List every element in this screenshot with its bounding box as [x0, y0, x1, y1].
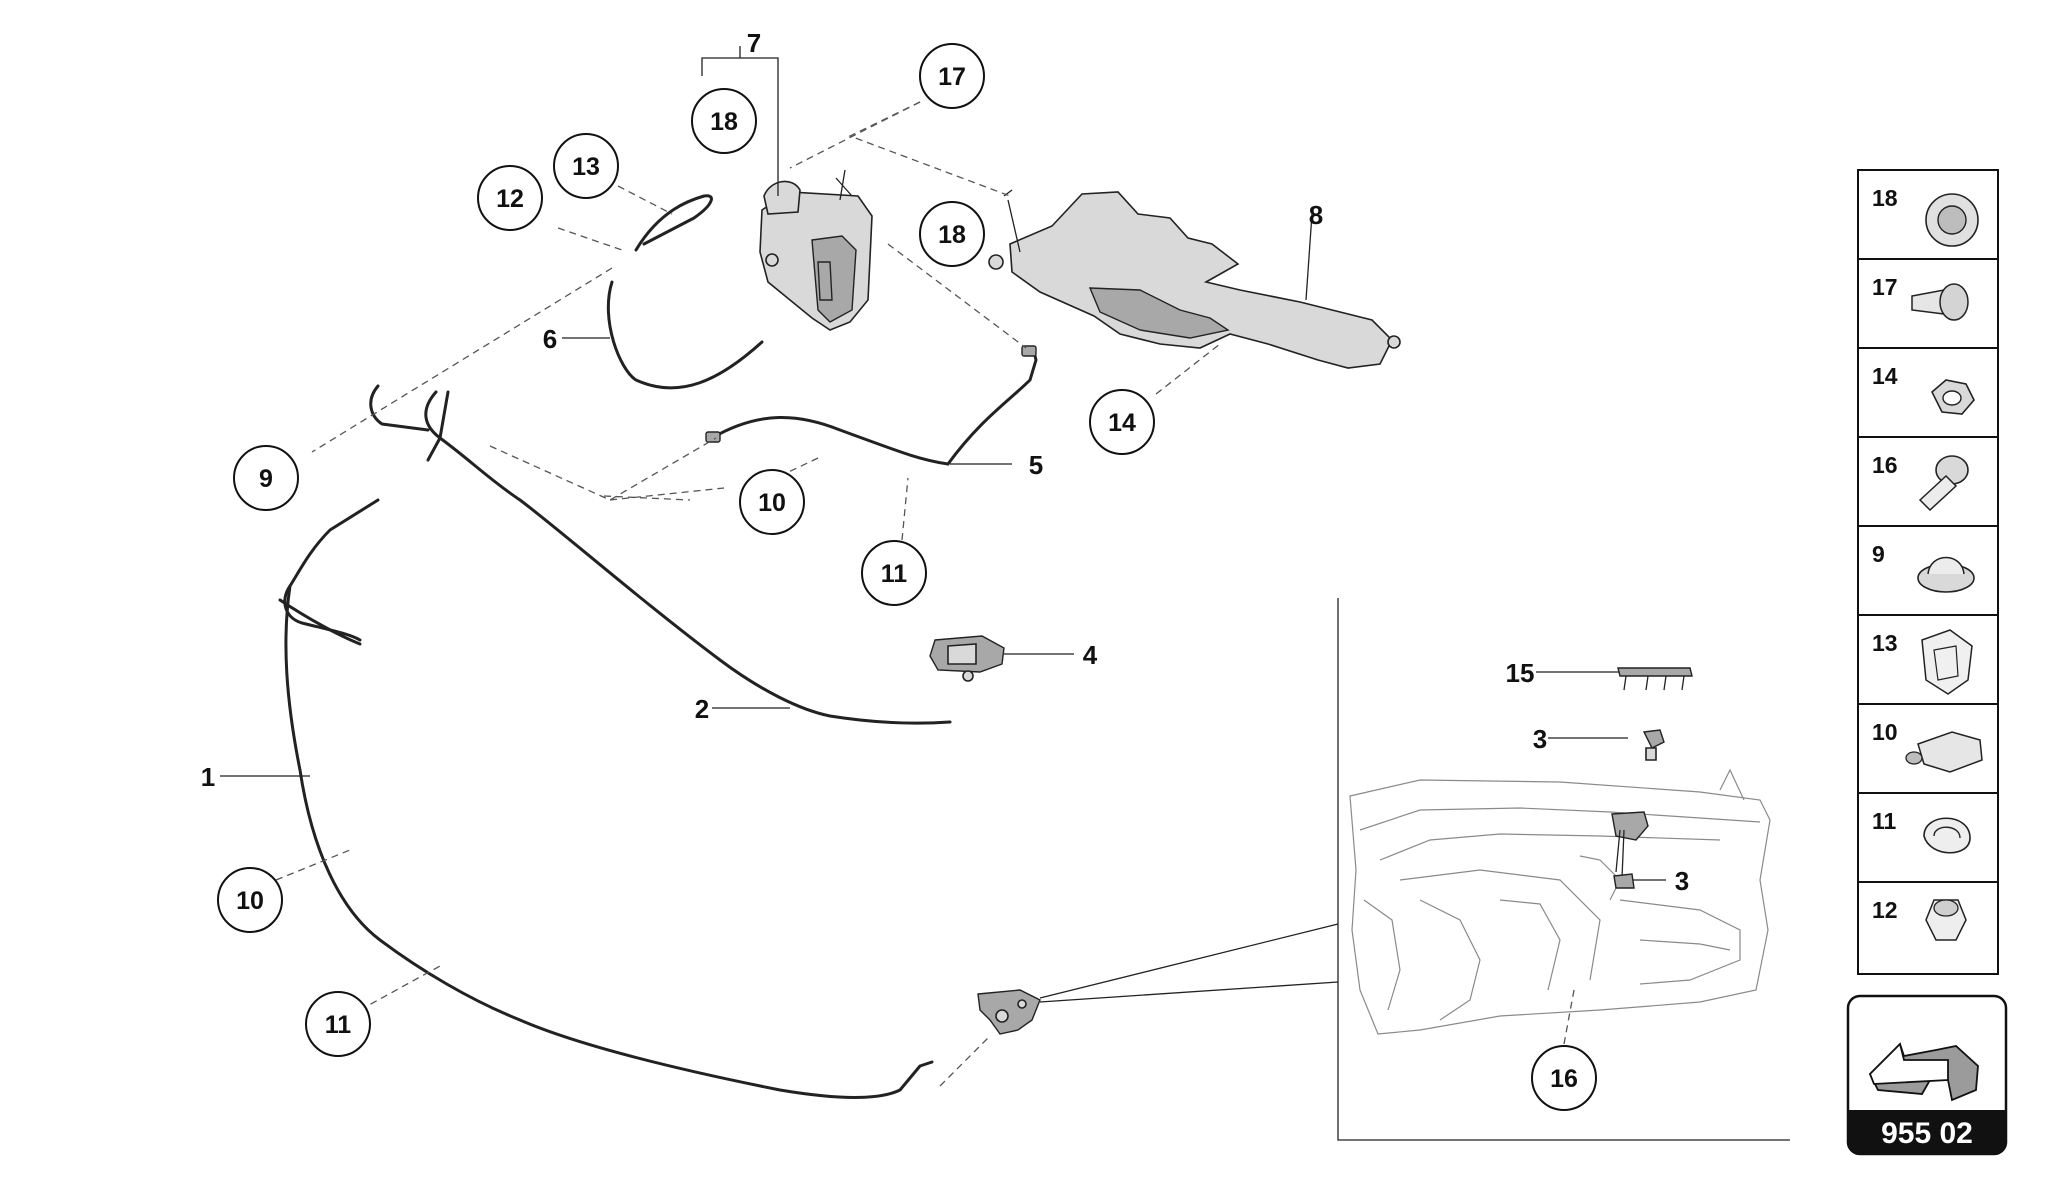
parts-legend: 18 17 14 16 9 13 10 — [1857, 169, 1999, 975]
callout-11a: 11 — [861, 540, 927, 606]
svg-text:11: 11 — [325, 1011, 352, 1039]
callout-3b: 3 — [1675, 866, 1689, 896]
hose-6 — [606, 194, 764, 390]
callout-9: 9 — [233, 445, 299, 511]
legend-label-9: 9 — [1872, 541, 1885, 567]
detail-inset — [1337, 598, 1790, 1141]
cap-grommet-icon — [1917, 556, 1975, 593]
pipe-clamp-icon — [1923, 817, 1971, 854]
callout-10a: 10 — [739, 469, 805, 535]
callout-7: 7 — [747, 28, 761, 58]
callout-11b: 11 — [305, 991, 371, 1057]
hex-nut-icon — [1931, 379, 1975, 415]
hose-clip-icon — [1905, 731, 1983, 773]
svg-text:13: 13 — [572, 153, 600, 181]
legend-label-14: 14 — [1872, 363, 1898, 389]
callout-13: 13 — [553, 133, 619, 199]
legend-label-18: 18 — [1872, 185, 1898, 211]
callout-16: 16 — [1531, 1045, 1597, 1111]
washer-pump — [929, 635, 1005, 682]
clip-icon — [1921, 629, 1973, 695]
callout-17: 17 — [919, 43, 985, 109]
bolt-icon — [1918, 455, 1969, 512]
callout-5: 5 — [1029, 450, 1043, 480]
callout-8: 8 — [1309, 200, 1323, 230]
svg-text:10: 10 — [236, 887, 264, 915]
callout-14: 14 — [1089, 389, 1155, 455]
push-pin-icon — [1911, 283, 1969, 321]
callout-6: 6 — [543, 324, 557, 354]
page-badge: 955 02 — [1846, 994, 2008, 1156]
washer-reservoir — [759, 169, 873, 331]
svg-text:10: 10 — [758, 489, 786, 517]
svg-text:17: 17 — [938, 63, 966, 91]
callout-15: 15 — [1506, 658, 1535, 688]
svg-text:12: 12 — [496, 185, 524, 213]
callout-18a: 18 — [691, 88, 757, 154]
callouts: 7 18 17 13 12 18 8 6 14 9 — [201, 28, 1689, 1111]
expanding-clip-icon — [1925, 899, 1967, 941]
nozzle-bracket — [977, 989, 1041, 1035]
svg-text:14: 14 — [1108, 409, 1136, 437]
legend-label-11: 11 — [1872, 808, 1897, 834]
svg-text:11: 11 — [881, 560, 908, 588]
nozzle-3 — [1642, 729, 1665, 761]
legend-label-10: 10 — [1872, 719, 1898, 745]
legend-label-13: 13 — [1872, 630, 1898, 656]
legend-label-17: 17 — [1872, 274, 1898, 300]
callout-18b: 18 — [919, 201, 985, 267]
svg-text:18: 18 — [938, 221, 966, 249]
hose-9 — [369, 384, 952, 725]
navigation-arrow-icon — [1868, 1042, 1979, 1102]
callout-1: 1 — [201, 762, 215, 792]
callout-2: 2 — [695, 694, 709, 724]
callout-4: 4 — [1083, 640, 1098, 670]
legend-label-16: 16 — [1872, 452, 1898, 478]
washer-tank — [988, 189, 1401, 369]
svg-text:9: 9 — [259, 465, 273, 493]
callout-10b: 10 — [217, 867, 283, 933]
svg-text:18: 18 — [710, 108, 738, 136]
callout-3a: 3 — [1533, 724, 1547, 754]
page-code: 955 02 — [1881, 1117, 1973, 1150]
hose-1 — [278, 498, 934, 1099]
legend-label-12: 12 — [1872, 897, 1898, 923]
hose-5 — [705, 345, 1038, 466]
callout-12: 12 — [477, 165, 543, 231]
svg-text:16: 16 — [1550, 1065, 1578, 1093]
grommet-icon — [1925, 193, 1979, 247]
bumper-sketch — [1349, 768, 1771, 1035]
clip-15 — [1617, 667, 1693, 691]
solid-leaders — [220, 46, 1666, 1003]
